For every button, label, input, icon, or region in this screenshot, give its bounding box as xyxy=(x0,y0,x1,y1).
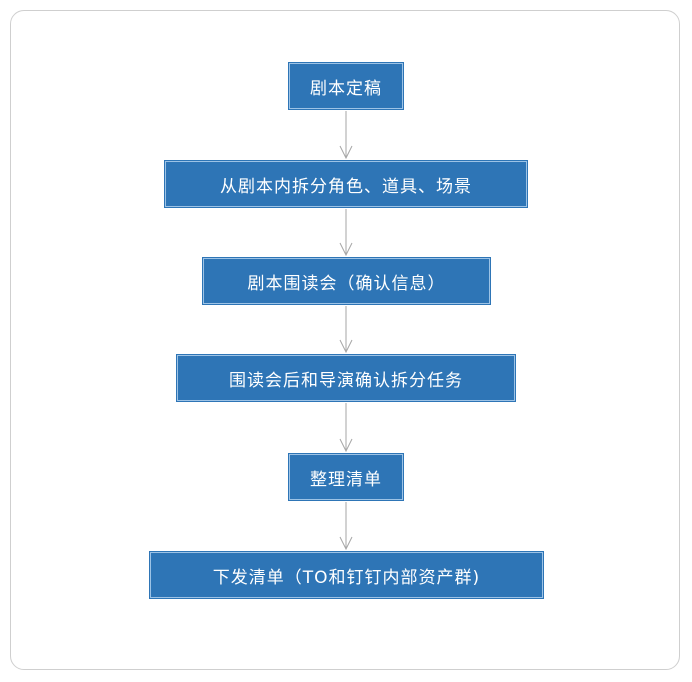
step-organize-list: 整理清单 xyxy=(289,454,403,500)
step-label: 围读会后和导演确认拆分任务 xyxy=(229,370,463,391)
step-label: 从剧本内拆分角色、道具、场景 xyxy=(220,176,472,197)
step-label: 整理清单 xyxy=(310,469,382,490)
step-finalize-script: 剧本定稿 xyxy=(289,63,403,109)
step-label: 下发清单（TO和钉钉内部资产群) xyxy=(212,567,481,588)
step-label: 剧本定稿 xyxy=(310,78,382,99)
step-confirm-with-director: 围读会后和导演确认拆分任务 xyxy=(177,355,515,401)
step-distribute-list: 下发清单（TO和钉钉内部资产群) xyxy=(150,552,543,598)
step-table-read: 剧本围读会（确认信息） xyxy=(203,258,490,304)
step-label: 剧本围读会（确认信息） xyxy=(247,273,446,294)
step-breakdown-elements: 从剧本内拆分角色、道具、场景 xyxy=(165,161,527,207)
